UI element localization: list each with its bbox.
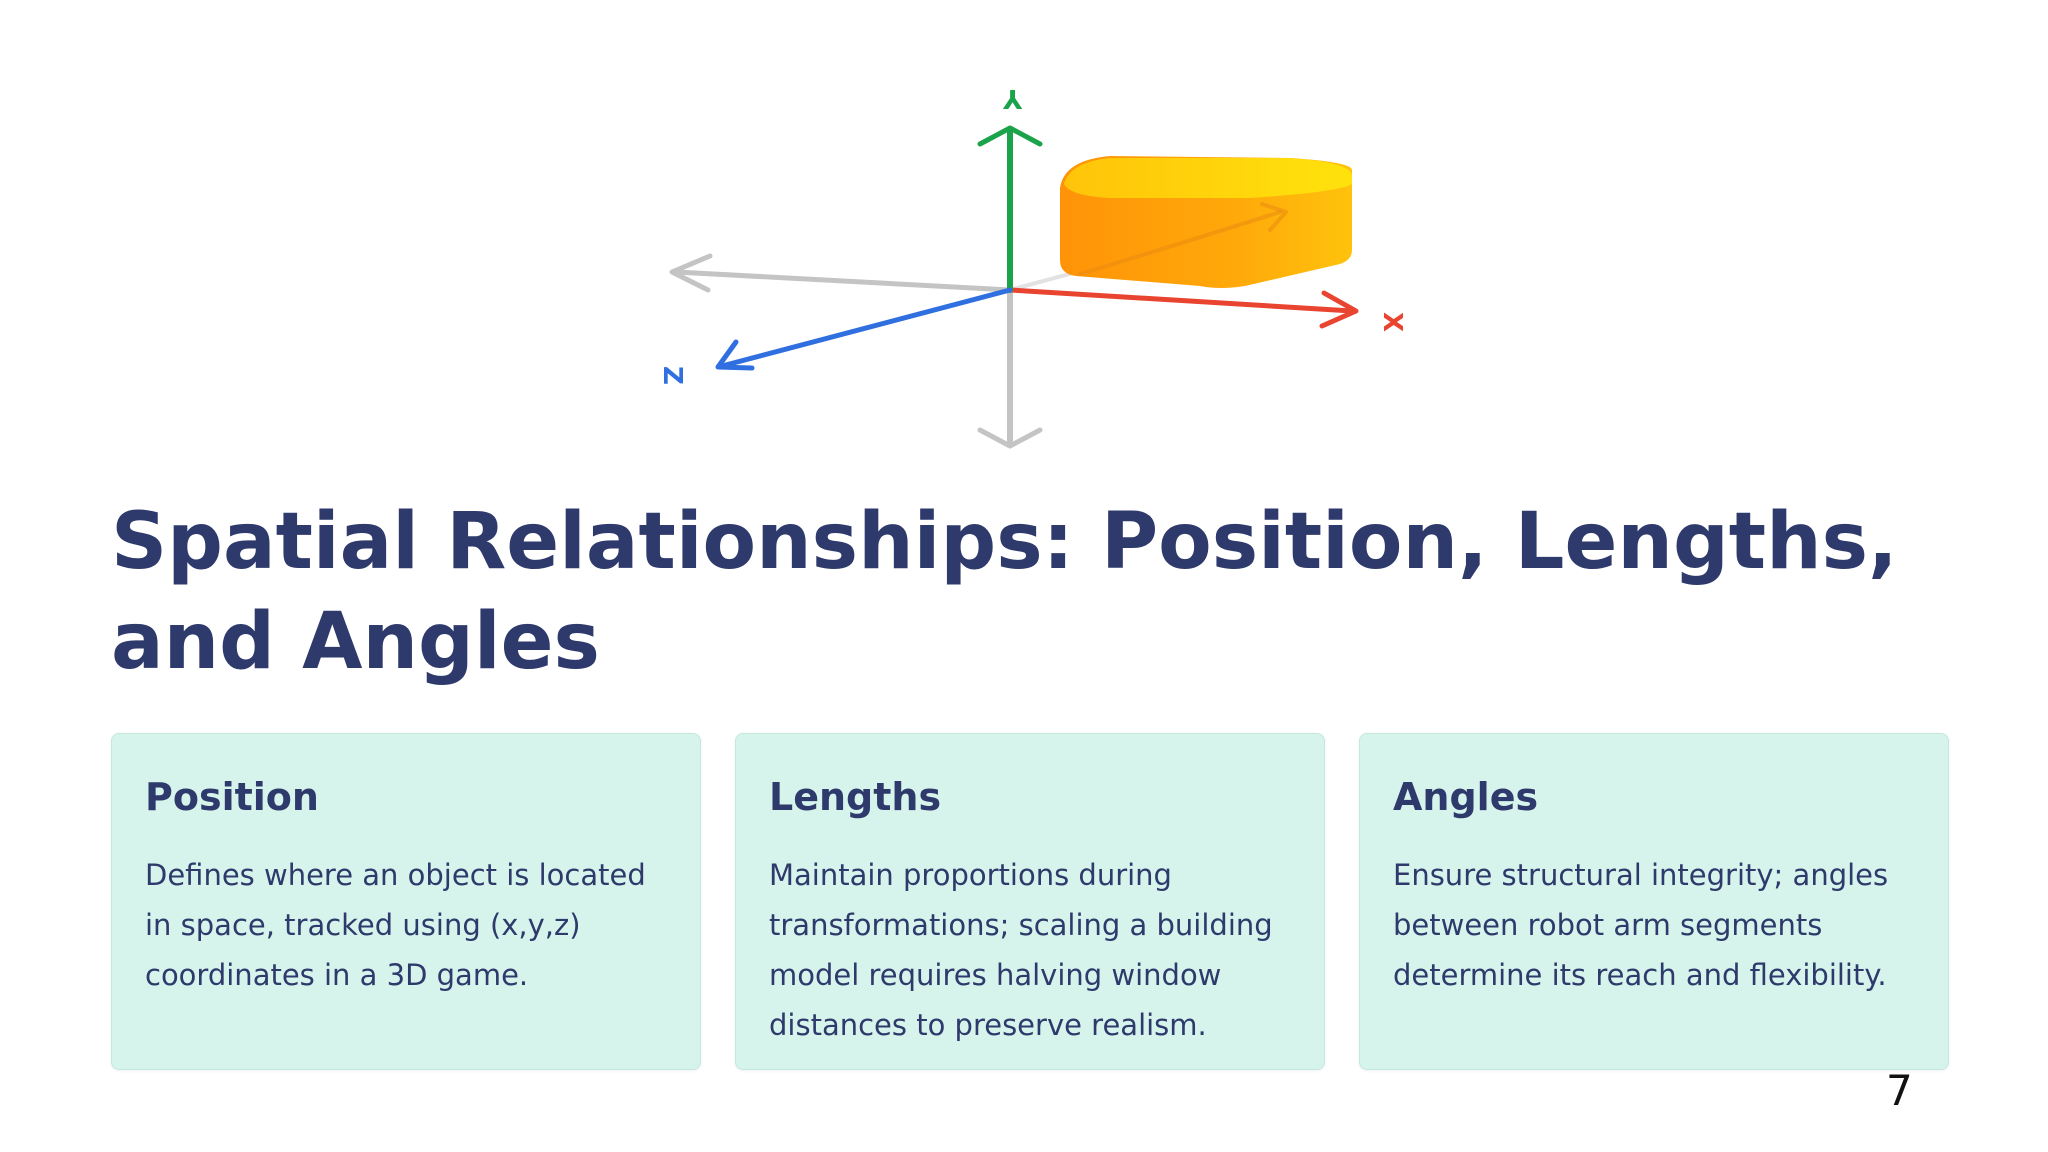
x-axis: X xyxy=(1007,287,1407,332)
card-position: Position Defines where an object is loca… xyxy=(111,733,701,1070)
card-heading: Position xyxy=(145,775,319,819)
page-number: 7 xyxy=(1886,1066,1913,1115)
z-axis: Z xyxy=(657,287,1013,385)
x-axis-label: X xyxy=(1377,312,1407,332)
z-axis-label: Z xyxy=(657,366,687,385)
y-axis: Y xyxy=(977,83,1043,293)
card-body: Maintain proportions during transformati… xyxy=(769,858,1273,1042)
negative-y-axis xyxy=(977,287,1043,449)
card-lengths: Lengths Maintain proportions during tran… xyxy=(735,733,1325,1070)
card-angles: Angles Ensure structural integrity; angl… xyxy=(1359,733,1949,1070)
card-row: Position Defines where an object is loca… xyxy=(111,733,1949,1070)
card-heading: Lengths xyxy=(769,775,942,819)
negative-x-axis xyxy=(669,253,1013,293)
card-body: Defines where an object is located in sp… xyxy=(145,858,646,992)
card-body: Ensure structural integrity; angles betw… xyxy=(1393,858,1889,992)
slide-title: Spatial Relationships: Position, Lengths… xyxy=(111,497,1898,687)
3d-axes-illustration: X Y Z xyxy=(657,83,1407,449)
card-heading: Angles xyxy=(1393,775,1539,819)
y-axis-label: Y xyxy=(1002,83,1023,113)
yellow-box xyxy=(1060,156,1352,288)
